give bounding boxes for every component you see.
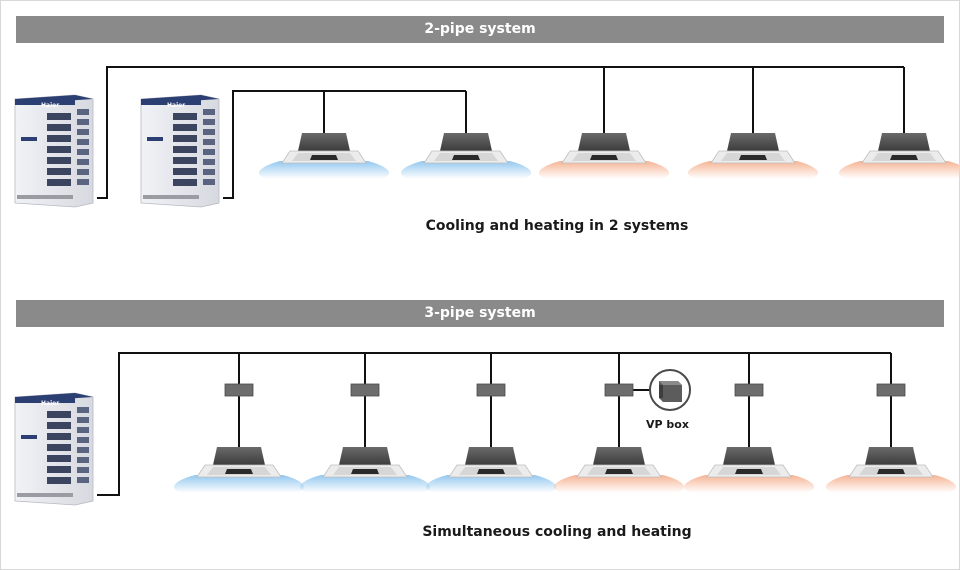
vp-box-icon <box>649 369 691 411</box>
three-pipe-caption: Simultaneous cooling and heating <box>422 524 692 540</box>
three-pipe-valve-1 <box>224 383 254 397</box>
two-pipe-piping <box>97 66 905 199</box>
three-pipe-piping <box>97 352 892 496</box>
three-pipe-indoor-unit-1 <box>173 446 305 493</box>
three-pipe-brand: Haier <box>41 400 59 407</box>
three-pipe-valve-3 <box>476 383 506 397</box>
two-pipe-indoor-unit-5 <box>838 132 959 179</box>
two-pipe-brand-1: Haier <box>41 102 59 109</box>
three-pipe-indoor-unit-4 <box>553 446 685 493</box>
two-pipe-brand-2: Haier <box>167 102 185 109</box>
two-pipe-outdoor-unit-1 <box>14 94 94 208</box>
three-pipe-indoor-unit-2 <box>299 446 431 493</box>
three-pipe-indoor-unit-6 <box>825 446 957 493</box>
two-pipe-indoor-unit-4 <box>687 132 819 179</box>
two-pipe-caption: Cooling and heating in 2 systems <box>425 218 689 234</box>
three-pipe-indoor-unit-5 <box>683 446 815 493</box>
two-pipe-header: 2-pipe system <box>16 16 944 43</box>
three-pipe-indoor-unit-3 <box>425 446 557 493</box>
two-pipe-indoor-unit-2 <box>400 132 532 179</box>
two-pipe-outdoor-unit-2 <box>140 94 220 208</box>
three-pipe-valve-6 <box>876 383 906 397</box>
three-pipe-valve-2 <box>350 383 380 397</box>
three-pipe-valve-4 <box>604 383 634 397</box>
three-pipe-outdoor-unit <box>14 392 94 506</box>
two-pipe-indoor-unit-3 <box>538 132 670 179</box>
three-pipe-valve-5 <box>734 383 764 397</box>
two-pipe-indoor-unit-1 <box>258 132 390 179</box>
vp-box-label: VP box <box>646 418 689 431</box>
three-pipe-header: 3-pipe system <box>16 300 944 327</box>
